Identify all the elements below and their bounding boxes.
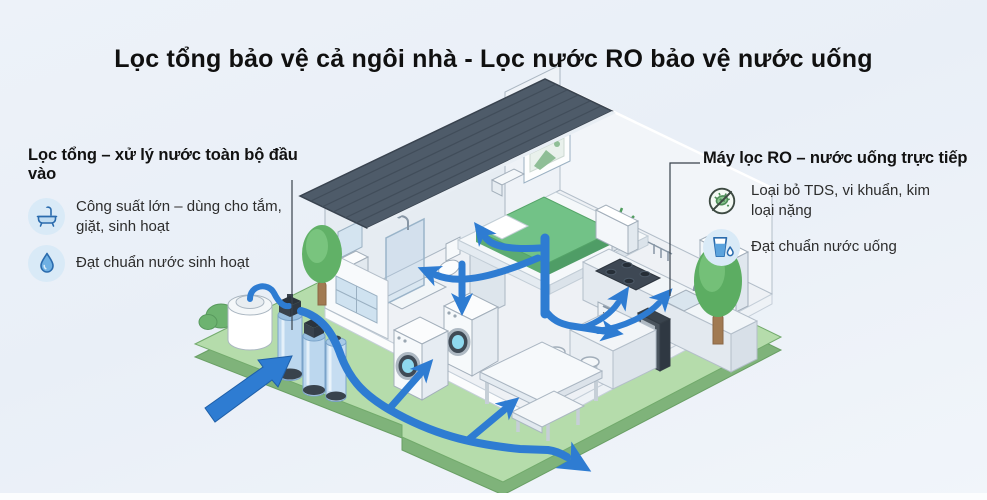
- callout-item: Loại bỏ TDS, vi khuẩn, kim loại nặng: [703, 181, 981, 221]
- inlet-pipe: [247, 283, 292, 310]
- water-pipes: [247, 222, 673, 472]
- main-inflow-arrow: [204, 355, 293, 423]
- ro-purifier-callout: Máy lọc RO – nước uống trực tiếp Loại bỏ…: [703, 149, 981, 274]
- water-glass-icon: [703, 228, 740, 266]
- whole-house-filter-tanks: [198, 294, 347, 402]
- tree: [302, 225, 342, 306]
- branch-arrow-sink: [579, 286, 630, 331]
- branch-arrow-bedroom: [473, 222, 544, 252]
- right-callout-heading: Máy lọc RO – nước uống trực tiếp: [703, 149, 968, 167]
- roof: [298, 78, 616, 230]
- dining-area: [478, 308, 658, 441]
- callout-item-text: Đạt chuẩn nước sinh hoạt: [76, 254, 250, 272]
- whole-house-filter-callout: Lọc tổng – xử lý nước toàn bộ đầu vào Cô…: [28, 146, 324, 290]
- callout-item: Đạt chuẩn nước uống: [703, 228, 981, 266]
- page-title: Lọc tổng bảo vệ cả ngôi nhà - Lọc nước R…: [114, 44, 873, 73]
- main-supply-pipe: [297, 307, 592, 472]
- left-callout-heading: Lọc tổng – xử lý nước toàn bộ đầu vào: [28, 146, 298, 183]
- callout-item-text: Công suất lớn – dùng cho tắm, giặt, sinh…: [76, 198, 282, 235]
- callout-item: Đạt chuẩn nước sinh hoạt: [28, 244, 324, 282]
- washing-machine: [442, 292, 500, 377]
- callout-item-text: Loại bỏ TDS, vi khuẩn, kim loại nặng: [751, 182, 930, 219]
- washing-machine: [392, 316, 450, 401]
- branch-arrow-faucet: [595, 288, 673, 334]
- bathtub-icon: [28, 198, 65, 236]
- callout-item-text: Đạt chuẩn nước uống: [751, 238, 897, 256]
- callout-item: Công suất lớn – dùng cho tắm, giặt, sinh…: [28, 197, 324, 237]
- branch-arrow-ro: [541, 306, 624, 342]
- filter-tank: [302, 318, 326, 397]
- branch-arrow-laundry: [386, 359, 434, 412]
- water-storage-barrel: [227, 294, 273, 351]
- filter-tank: [325, 335, 347, 402]
- branch-arrow-dining: [464, 397, 520, 444]
- water-drop-icon: [28, 244, 65, 282]
- bottom-strip: [0, 493, 987, 500]
- no-pathogen-icon: [703, 182, 740, 219]
- branch-arrow-bathroom: [417, 254, 542, 287]
- stove-cooktop: [594, 258, 662, 291]
- right-callout-connector: [669, 162, 700, 296]
